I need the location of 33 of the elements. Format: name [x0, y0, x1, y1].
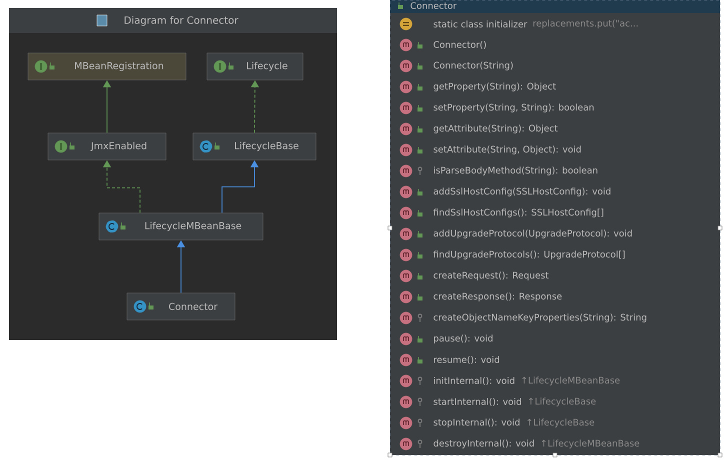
- member-text: Connector(): [434, 40, 486, 49]
- hint-text: ↑LifecycleMBeanBase: [522, 376, 620, 386]
- member-text: isParseBodyMethod(String): boolean: [434, 166, 598, 176]
- member-text: findUpgradeProtocols(): UpgradeProtocol[]: [433, 250, 625, 260]
- hint-text: ↑LifecycleBase: [527, 418, 594, 428]
- member-text: addSslHostConfig(SSLHostConfig): void: [434, 188, 610, 196]
- member-text: destroyInternal(): void: [434, 440, 534, 448]
- member-text: resume(): void: [434, 356, 500, 364]
- member-text: stopInternal(): void: [434, 418, 520, 428]
- member-text: Connector(String): [434, 62, 513, 70]
- class-box: Connector: [126, 292, 236, 320]
- hint-text: ↑LifecycleBase: [529, 398, 596, 406]
- member-text: findSslHostConfigs(): SSLHostConfig[]: [433, 208, 604, 218]
- member-text: getProperty(String): Object: [434, 82, 556, 92]
- class-box: LifecycleBase: [192, 132, 316, 160]
- hint-text: replacements.put("ac...: [533, 20, 638, 28]
- member-text: createRequest(): Request: [434, 272, 549, 280]
- member-text: setProperty(String, String): boolean: [434, 104, 594, 112]
- member-text: createResponse(): Response: [434, 292, 562, 302]
- member-text: getAttribute(String): Object: [434, 124, 558, 134]
- member-text: initInternal(): void: [434, 376, 514, 385]
- class-box: Lifecycle: [206, 52, 304, 80]
- member-text: pause(): void: [434, 334, 492, 344]
- member-text: startInternal(): void: [434, 398, 521, 406]
- member-text: createObjectNameKeyProperties(String): String: [434, 314, 646, 322]
- class-box: JmxEnabled: [48, 132, 166, 160]
- member-text: setAttribute(String, Object): void: [434, 146, 581, 154]
- title-bar: Diagram for Connector: [9, 8, 337, 33]
- hint-text: ↑LifecycleMBeanBase: [542, 440, 640, 448]
- member-text: addUpgradeProtocol(UpgradeProtocol): void: [434, 230, 632, 238]
- member-text: static class initializer: [434, 20, 528, 28]
- class-box: LifecycleMBeanBase: [98, 212, 264, 240]
- class-box: MBeanRegistration: [28, 52, 186, 80]
